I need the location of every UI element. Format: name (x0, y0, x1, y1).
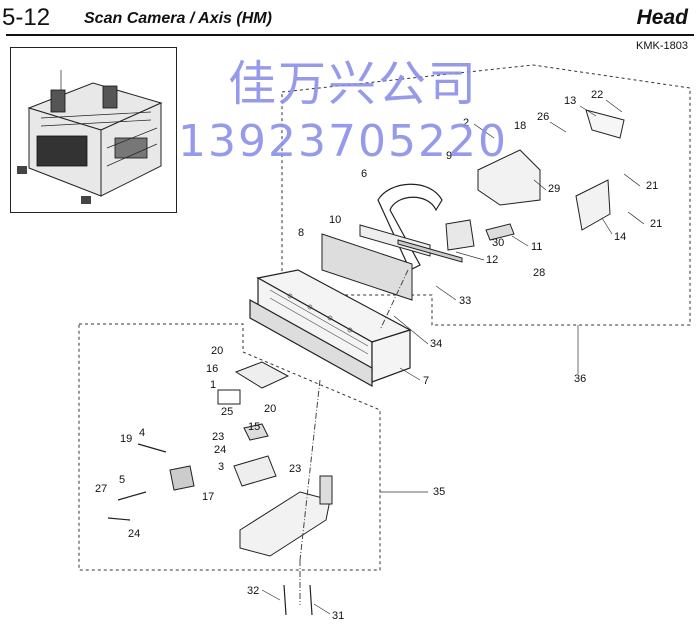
bracket-14 (575, 179, 611, 231)
callout: 12 (486, 254, 498, 266)
machine-icon (17, 70, 163, 204)
label-1 (217, 389, 241, 405)
document-code: KMK-1803 (636, 40, 688, 52)
callout: 20 (211, 345, 223, 357)
callout: 29 (548, 183, 560, 195)
callout: 30 (492, 237, 504, 249)
cable-duct (377, 183, 443, 271)
part-15 (243, 423, 269, 441)
part-17 (169, 465, 195, 491)
callout: 14 (614, 231, 626, 243)
page-header: 5-12 Scan Camera / Axis (HM) Head KMK-18… (0, 0, 700, 52)
group-35-boundary (78, 323, 381, 571)
callout: 26 (537, 111, 549, 123)
camera-post (319, 475, 333, 505)
callout: 4 (139, 427, 145, 439)
axis-housing (249, 269, 412, 388)
callout: 23 (289, 463, 301, 475)
board-3 (233, 455, 277, 487)
callout: 36 (574, 373, 586, 385)
callout: 27 (95, 483, 107, 495)
callout: 17 (202, 491, 214, 503)
callout: 19 (120, 433, 132, 445)
watermark-phone: 13923705220 (178, 116, 508, 167)
callout: 10 (329, 214, 341, 226)
callout: 9 (446, 150, 452, 162)
callout: 35 (433, 486, 445, 498)
callout: 22 (591, 89, 603, 101)
section-title: Scan Camera / Axis (HM) (84, 10, 272, 27)
watermark-company: 佳万兴公司 (228, 56, 479, 112)
category-label: Head (636, 6, 688, 29)
callout: 3 (218, 461, 224, 473)
callout-labels: 1 2 3 4 5 6 7 8 9 10 11 12 13 14 15 16 1… (95, 89, 662, 622)
callout: 24 (128, 528, 140, 540)
camera-base (239, 491, 331, 557)
callout: 32 (247, 585, 259, 597)
callout: 8 (298, 227, 304, 239)
callout: 15 (248, 421, 260, 433)
callout: 18 (514, 120, 526, 132)
callout: 25 (221, 406, 233, 418)
camera-cover-16 (234, 361, 290, 389)
callout: 28 (533, 267, 545, 279)
section-number: 5-12 (2, 4, 51, 31)
machine-overview-thumbnail (10, 47, 177, 213)
callout: 5 (119, 474, 125, 486)
callout: 20 (264, 403, 276, 415)
callout: 16 (206, 363, 218, 375)
callout: 2 (463, 117, 469, 129)
callout: 7 (423, 375, 429, 387)
cover-13 (585, 109, 625, 139)
plate-8 (321, 233, 413, 301)
callout: 6 (361, 168, 367, 180)
callout: 11 (531, 241, 542, 253)
clamp-11 (485, 223, 515, 241)
header-rule (6, 34, 694, 36)
callout: 23 (212, 431, 224, 443)
callout: 31 (332, 610, 344, 622)
group-36-boundary (281, 64, 691, 326)
callout: 13 (564, 95, 576, 107)
callout: 1 (210, 379, 216, 391)
callout: 21 (650, 218, 662, 230)
callout: 33 (459, 295, 471, 307)
bracket-30 (445, 219, 475, 251)
callout: 21 (646, 180, 658, 192)
bracket-9 (477, 149, 541, 206)
callout: 34 (430, 338, 442, 350)
plate-12 (397, 239, 463, 263)
callout: 24 (214, 444, 226, 456)
